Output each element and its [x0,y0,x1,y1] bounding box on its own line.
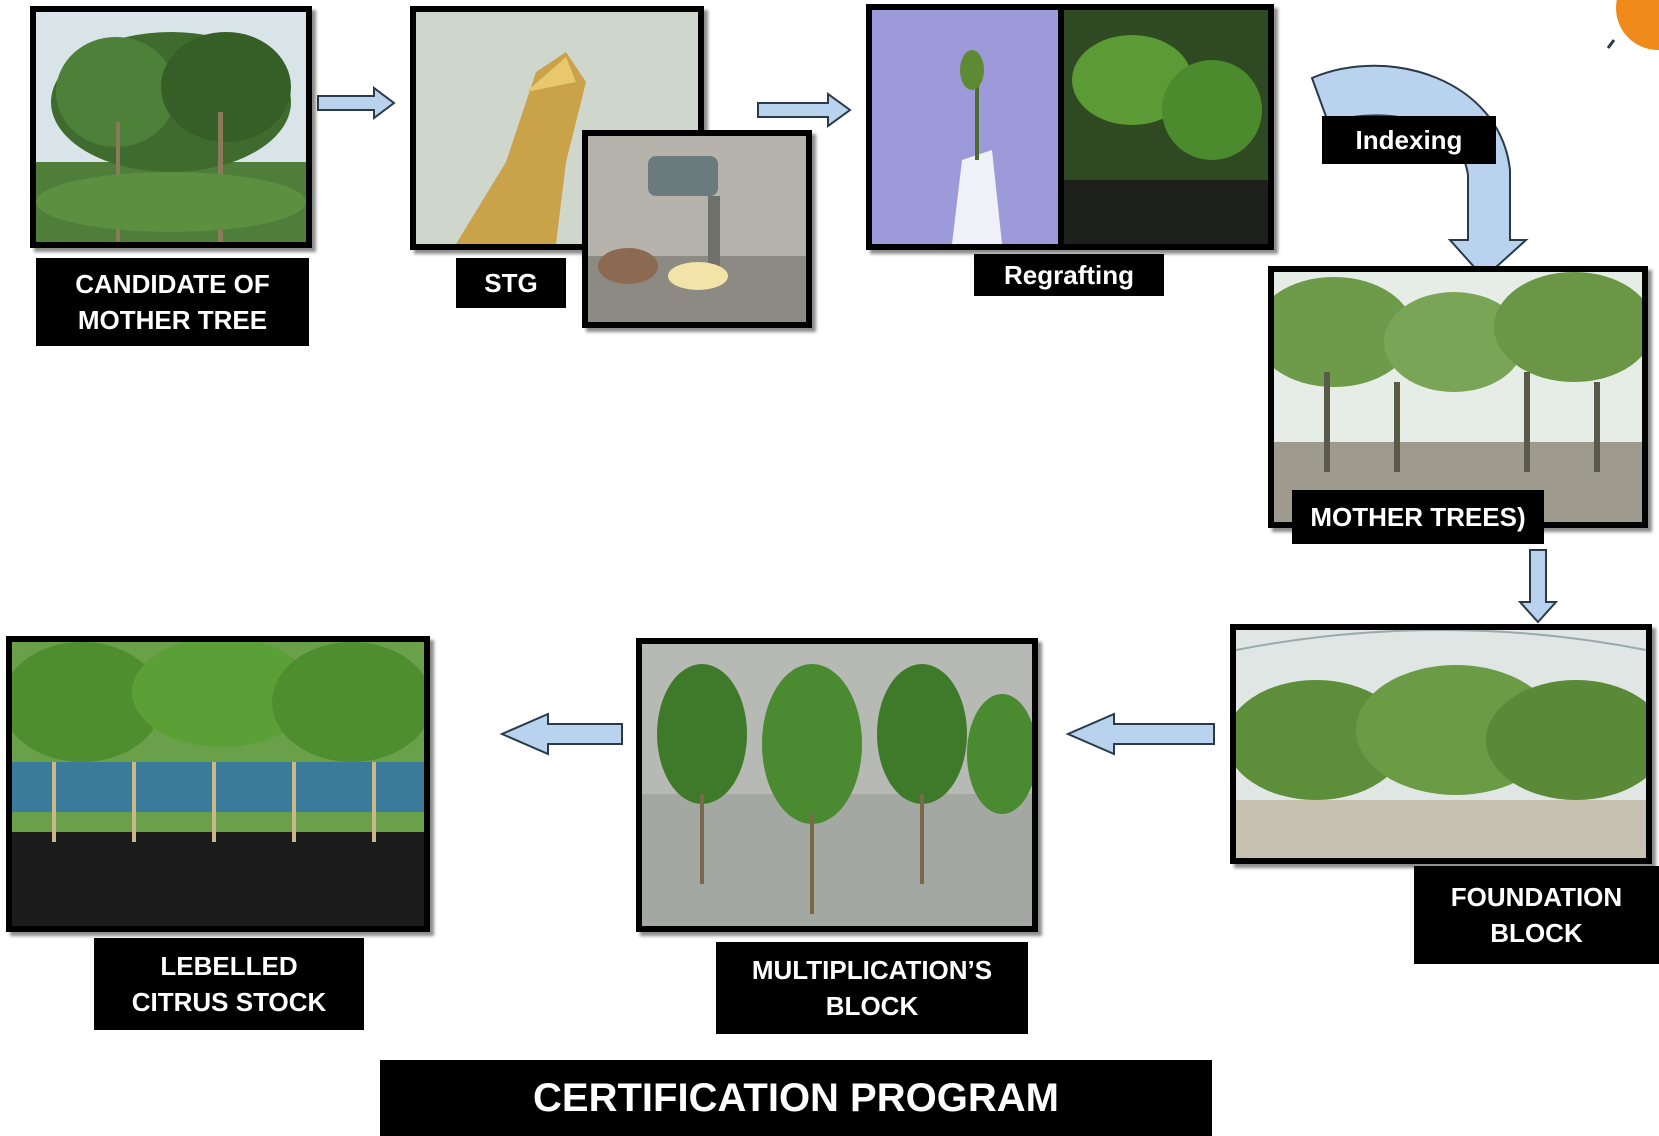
multiplication-block-photo [636,638,1038,932]
candidate-mother-tree-photo [30,6,312,248]
stg-label: STG [456,258,566,308]
candidate-mother-tree-label: CANDIDATE OF MOTHER TREE [36,258,309,346]
labelled-citrus-stock-photo [6,636,430,932]
arrow-left-icon [500,712,623,756]
regrafting-label: Regrafting [974,254,1164,296]
regrafting-photo [866,4,1274,250]
orange-fruit-icon [1606,0,1659,50]
labelled-citrus-stock-label: LEBELLED CITRUS STOCK [94,938,364,1030]
arrow-left-icon [1066,712,1215,756]
foundation-block-label: FOUNDATION BLOCK [1414,866,1659,964]
arrow-down-icon [1518,549,1558,624]
curved-arrow-icon [1310,64,1529,280]
arrow-right-icon [317,86,396,120]
mother-trees-label: MOTHER TREES) [1292,490,1544,544]
foundation-block-photo [1230,624,1652,864]
stg-lab-photo [582,130,812,328]
arrow-right-icon [757,92,852,128]
indexing-label: Indexing [1322,116,1496,164]
multiplication-block-label: MULTIPLICATION’S BLOCK [716,942,1028,1034]
stg-microscope-photo [410,6,704,250]
certification-program-title: CERTIFICATION PROGRAM [380,1060,1212,1136]
mother-trees-photo [1268,266,1648,528]
